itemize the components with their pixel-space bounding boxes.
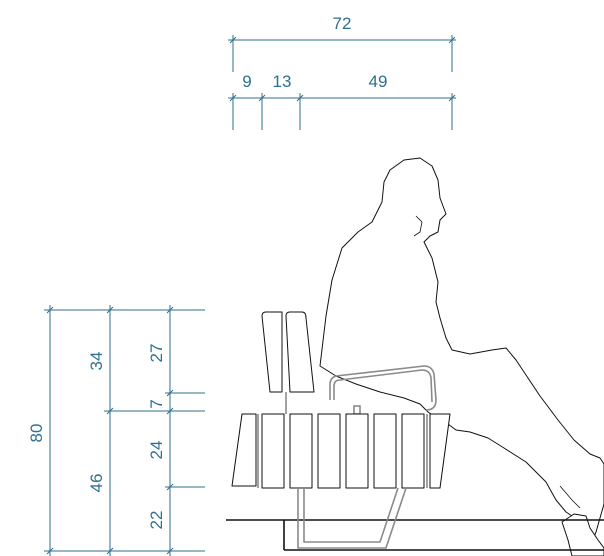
dim-tick-mark	[296, 94, 304, 102]
dim-label-back: 27	[147, 344, 166, 363]
dim-label-gap: 7	[147, 399, 166, 408]
bench	[226, 311, 604, 551]
dim-tick-mark	[106, 306, 114, 314]
dim-tick-mark	[106, 547, 114, 555]
dim-label-seg-13: 13	[273, 72, 292, 91]
dim-tick-mark	[229, 36, 237, 44]
dim-label-overall-width: 72	[333, 14, 352, 33]
dim-tick-mark	[166, 547, 174, 555]
dim-tick-mark	[448, 36, 456, 44]
dim-tick-mark	[448, 94, 456, 102]
dim-tick-mark	[46, 306, 54, 314]
seat-slat-3	[289, 413, 313, 489]
person-ear-detail	[413, 215, 423, 237]
dim-tick-mark	[106, 407, 114, 415]
base-frame	[297, 487, 407, 549]
dim-label-lower: 46	[87, 474, 106, 493]
dim-label-seg-9: 9	[242, 72, 251, 91]
dim-tick-mark	[229, 94, 237, 102]
dim-label-upper: 34	[87, 352, 106, 371]
backrest-slat-right	[285, 311, 315, 393]
seat-slat-2	[261, 413, 285, 489]
dim-tick-mark	[258, 94, 266, 102]
dim-tick-mark	[166, 407, 174, 415]
dim-tick-mark	[166, 483, 174, 491]
dim-label-seg-49: 49	[369, 72, 388, 91]
seat-slat-8	[429, 413, 451, 489]
dim-tick-mark	[166, 306, 174, 314]
top-dimensions: 72 9 13 49	[228, 14, 456, 130]
left-dimensions: 80 34 46 27 7 24 22	[27, 305, 205, 556]
person-outline	[319, 157, 604, 547]
seat-slat-5	[345, 413, 369, 489]
seat-slat-6	[373, 413, 397, 489]
seat-slat-4	[317, 413, 341, 489]
seat-slat-7	[401, 413, 425, 489]
person-shoe-detail	[559, 485, 581, 509]
seat-slat-1	[231, 413, 257, 487]
armrest-frame	[329, 365, 437, 411]
armrest-post	[353, 405, 361, 415]
person-shoe	[561, 513, 604, 556]
dim-tick-mark	[166, 389, 174, 397]
armrest-inner	[333, 369, 433, 403]
dim-label-base: 22	[147, 511, 166, 530]
dim-tick-mark	[46, 547, 54, 555]
dim-label-seat: 24	[147, 441, 166, 460]
backrest-slat-left	[261, 311, 283, 393]
seated-person-silhouette	[319, 157, 604, 556]
dim-label-overall-height: 80	[27, 424, 46, 443]
base-frame-inner	[303, 487, 399, 543]
